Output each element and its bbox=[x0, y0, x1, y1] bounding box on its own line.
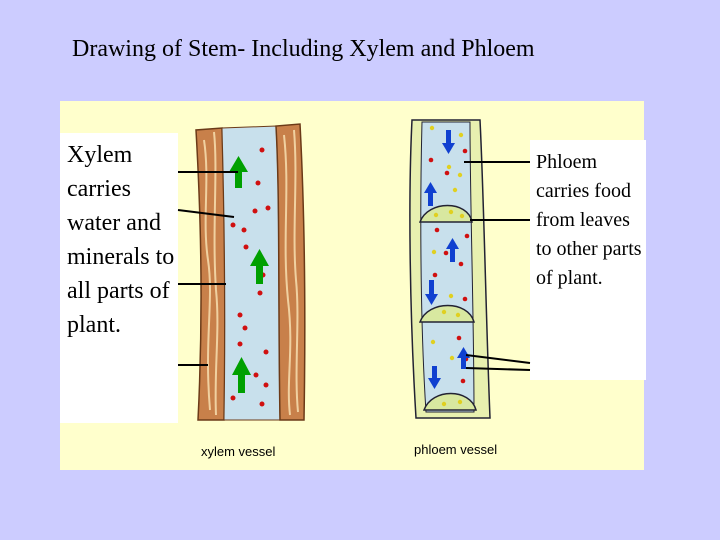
green-up-arrow-icon bbox=[232, 357, 251, 393]
green-up-arrow-icon bbox=[250, 249, 269, 284]
pointer-lines bbox=[177, 161, 531, 371]
phloem-label-background bbox=[530, 140, 646, 380]
blue-up-arrow-icon bbox=[446, 238, 459, 262]
blue-up-arrow-icon bbox=[424, 182, 437, 206]
sieve-plates bbox=[418, 204, 477, 411]
xylem-vessel bbox=[195, 123, 306, 421]
phloem-description: Phloem carries food from leaves to other… bbox=[536, 151, 642, 289]
phloem-vessel bbox=[409, 119, 491, 419]
xylem-wood-grain bbox=[203, 129, 299, 416]
phloem-pointer-line bbox=[465, 367, 531, 371]
xylem-label-background bbox=[60, 133, 178, 423]
blue-down-arrow-icon bbox=[442, 130, 455, 154]
phloem-red-dots bbox=[428, 148, 470, 384]
slide-title: Drawing of Stem- Including Xylem and Phl… bbox=[72, 36, 535, 62]
xylem-right-wall bbox=[275, 123, 306, 421]
xylem-description: Xylem carries water and minerals to all … bbox=[67, 142, 175, 338]
green-up-arrow-icon bbox=[229, 156, 248, 188]
blue-down-arrow-icon bbox=[425, 280, 438, 305]
xylem-vessel-label: xylem vessel bbox=[201, 444, 276, 459]
xylem-water-arrows bbox=[229, 156, 269, 393]
phloem-vessel-label: phloem vessel bbox=[414, 442, 498, 457]
xylem-pointer-line bbox=[177, 209, 235, 218]
phloem-food-arrows bbox=[424, 130, 470, 389]
phloem-food-dots bbox=[429, 125, 465, 407]
phloem-pointer-line bbox=[465, 354, 531, 364]
blue-down-arrow-icon bbox=[428, 366, 441, 389]
